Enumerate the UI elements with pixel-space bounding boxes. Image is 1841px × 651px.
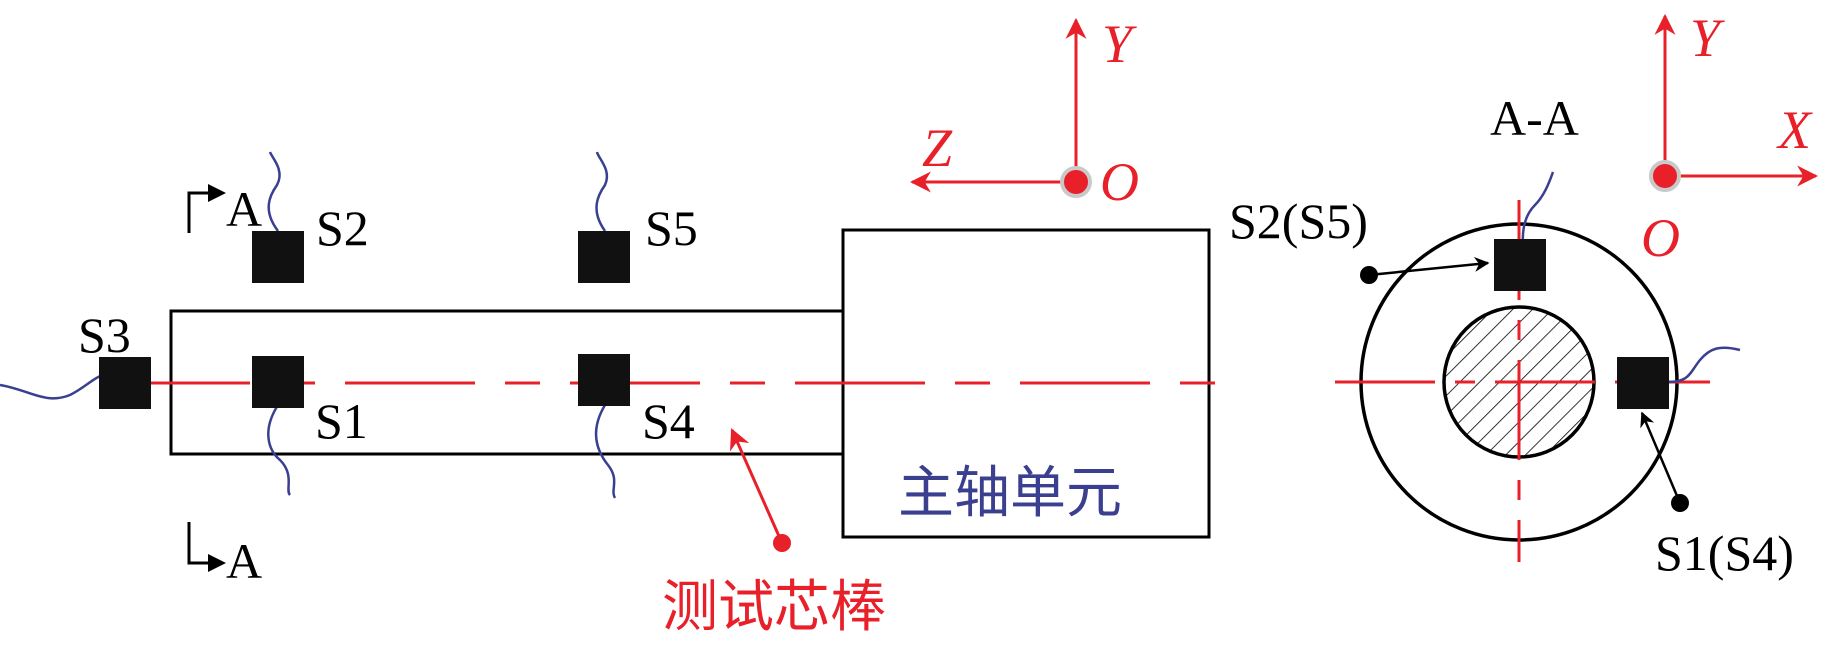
side-view-axes: Z Y O [909,14,1139,212]
s1-s4-callout-line [1640,411,1682,504]
side-view: S3 S1 S2 S5 S4 A A 主轴单元 测试芯棒 Z Y O [0,14,1245,640]
sensor-label-s2: S2 [316,200,369,256]
section-marker-top: A [187,181,262,237]
s1-s4-label: S1(S4) [1655,525,1794,581]
sensor-s4 [578,354,630,406]
cable-s4 [594,404,617,499]
s2-s5-callout-line [1368,256,1490,277]
s1-s4-callout-dot [1671,494,1689,512]
sensor-s2 [252,231,304,283]
spindle-unit-label: 主轴单元 [898,461,1122,526]
section-cable-side [1667,346,1741,384]
cable-s2 [267,151,281,232]
sensor-s3 [99,357,151,409]
section-x-label: X [1776,100,1813,160]
s2-s5-label: S2(S5) [1229,193,1368,249]
section-origin-marker [1649,160,1681,192]
test-mandrel-label: 测试芯棒 [662,575,886,640]
side-origin-marker [1060,166,1092,198]
section-marker-bottom-label: A [226,533,262,589]
cable-s5 [595,151,609,232]
section-y-label: Y [1690,8,1725,68]
side-o-label: O [1100,152,1139,212]
mandrel-callout-line [730,428,784,544]
section-sensor-top [1494,239,1546,291]
section-o-label: O [1641,208,1680,268]
section-marker-bottom: A [187,522,262,589]
cable-s3 [0,374,111,400]
sensor-label-s3: S3 [78,307,131,363]
section-view: A-A S2(S5) S1(S4) X Y O [1229,8,1819,581]
section-view-axes: X Y O [1641,8,1819,268]
s2-s5-callout-dot [1360,266,1378,284]
cable-s1 [267,404,292,496]
sensor-label-s4: S4 [642,393,695,449]
sensor-label-s1: S1 [315,393,368,449]
section-sensor-side [1617,357,1669,409]
sensor-s1 [252,356,304,408]
section-marker-top-label: A [226,181,262,237]
mandrel-callout-dot [773,534,791,552]
section-title: A-A [1490,90,1579,146]
side-y-label: Y [1102,14,1137,74]
sensor-s5 [578,231,630,283]
section-cable-top [1521,171,1555,246]
sensor-label-s5: S5 [645,200,698,256]
side-z-label: Z [922,118,953,178]
